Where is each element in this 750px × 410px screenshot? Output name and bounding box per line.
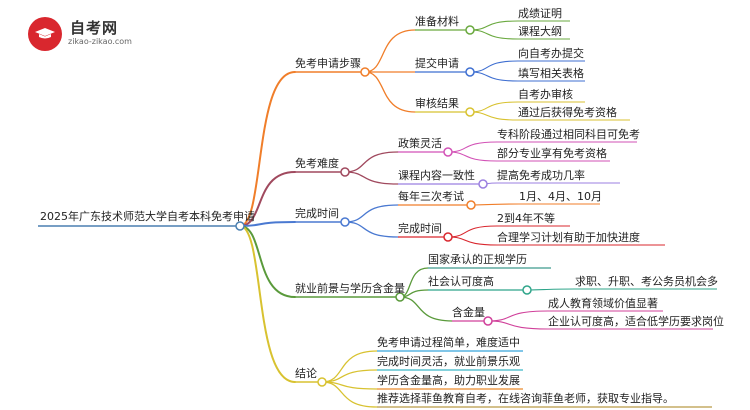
- node-circle: [443, 147, 453, 157]
- connector: [344, 204, 399, 223]
- root-topic[interactable]: 2025年广东技术师范大学自考本科免考申请: [40, 210, 255, 223]
- leaf-study-plan[interactable]: 合理学习计划有助于加快进度: [497, 231, 640, 244]
- leaf-adult-education-value[interactable]: 成人教育领域价值显著: [548, 297, 658, 310]
- connector: [239, 225, 296, 298]
- topic-review-result[interactable]: 审核结果: [415, 97, 459, 110]
- connector: [239, 225, 296, 383]
- node-circle: [443, 232, 453, 242]
- connector: [487, 320, 549, 330]
- connector: [469, 29, 519, 40]
- topic-prepare-materials[interactable]: 准备材料: [415, 15, 459, 28]
- leaf-transcript[interactable]: 成绩证明: [518, 7, 562, 20]
- leaf-two-to-four-years[interactable]: 2到4年不等: [497, 212, 555, 225]
- connector: [364, 71, 416, 113]
- topic-flexible-policy[interactable]: 政策灵活: [398, 137, 442, 150]
- connector: [344, 171, 399, 185]
- connector: [487, 310, 549, 322]
- connector: [470, 203, 520, 206]
- leaf-some-majors-exempt[interactable]: 部分专业享有免考资格: [497, 147, 607, 160]
- logo-title: 自考网: [70, 19, 119, 37]
- topic-three-exams-yearly[interactable]: 每年三次考试: [398, 190, 464, 203]
- graduation-cap-icon: [28, 17, 62, 51]
- connector: [447, 236, 498, 246]
- conclusion-process-simple[interactable]: 免考申请过程简单，难度适中: [377, 336, 520, 349]
- leaf-submit-office[interactable]: 向自考办提交: [518, 47, 584, 60]
- topic-social-recognition[interactable]: 社会认可度高: [428, 275, 494, 288]
- node-circle: [395, 292, 405, 302]
- node-circle: [317, 377, 327, 387]
- node-circle: [478, 179, 488, 189]
- connector: [321, 350, 378, 383]
- connector: [469, 111, 519, 121]
- node-circle: [465, 25, 475, 35]
- branch-completion-time[interactable]: 完成时间: [295, 207, 339, 220]
- branch-exemption-steps[interactable]: 免考申请步骤: [295, 57, 361, 70]
- connector: [364, 29, 416, 73]
- connector: [469, 101, 519, 113]
- topic-completion-duration[interactable]: 完成时间: [398, 222, 442, 235]
- connector: [447, 225, 498, 238]
- node-circle: [235, 221, 245, 231]
- connector: [344, 151, 399, 173]
- leaf-enterprise-recognition[interactable]: 企业认可度高，适合低学历要求岗位: [548, 315, 724, 328]
- leaf-same-subject-exempt[interactable]: 专科阶段通过相同科目可免考: [497, 128, 640, 141]
- leaf-fill-forms[interactable]: 填写相关表格: [518, 67, 584, 80]
- site-logo[interactable]: 自考网 zikao-zikao.com: [28, 15, 178, 55]
- leaf-improve-success-rate[interactable]: 提高免考成功几率: [497, 169, 585, 182]
- topic-degree-value[interactable]: 含金量: [452, 306, 485, 319]
- connector: [239, 221, 296, 227]
- node-circle: [465, 107, 475, 117]
- branch-exemption-difficulty[interactable]: 免考难度: [295, 157, 339, 170]
- connector: [321, 381, 378, 408]
- connector: [344, 221, 399, 238]
- node-circle: [483, 316, 493, 326]
- leaf-syllabus[interactable]: 课程大纲: [518, 25, 562, 38]
- connector: [469, 60, 519, 73]
- topic-course-consistency[interactable]: 课程内容一致性: [398, 169, 475, 182]
- connector: [469, 71, 519, 82]
- connector: [239, 171, 296, 227]
- node-circle: [360, 67, 370, 77]
- connector: [239, 71, 296, 227]
- connector: [469, 20, 519, 31]
- conclusion-value-high[interactable]: 学历含金量高，助力职业发展: [377, 374, 520, 387]
- branch-conclusion[interactable]: 结论: [295, 367, 317, 380]
- connector: [447, 141, 498, 153]
- connector: [447, 151, 498, 162]
- leaf-career-opportunities[interactable]: 求职、升职、考公务员机会多: [575, 275, 718, 288]
- node-circle: [466, 200, 476, 210]
- connector: [526, 288, 576, 291]
- node-circle: [522, 285, 532, 295]
- conclusion-recommendation[interactable]: 推荐选择菲鱼教育自考，在线咨询菲鱼老师，获取专业指导。: [377, 392, 674, 405]
- conclusion-time-flexible[interactable]: 完成时间灵活，就业前景乐观: [377, 355, 520, 368]
- leaf-office-review[interactable]: 自考办审核: [518, 88, 573, 101]
- logo-subtitle: zikao-zikao.com: [68, 37, 132, 46]
- node-circle: [340, 167, 350, 177]
- topic-submit-application[interactable]: 提交申请: [415, 57, 459, 70]
- leaf-get-exemption[interactable]: 通过后获得免考资格: [518, 106, 617, 119]
- branch-employment-value[interactable]: 就业前景与学历含金量: [295, 282, 405, 295]
- topic-recognized-degree[interactable]: 国家承认的正规学历: [428, 253, 527, 266]
- node-circle: [340, 217, 350, 227]
- node-circle: [465, 67, 475, 77]
- connector: [399, 296, 453, 322]
- leaf-exam-months[interactable]: 1月、4月、10月: [519, 190, 602, 203]
